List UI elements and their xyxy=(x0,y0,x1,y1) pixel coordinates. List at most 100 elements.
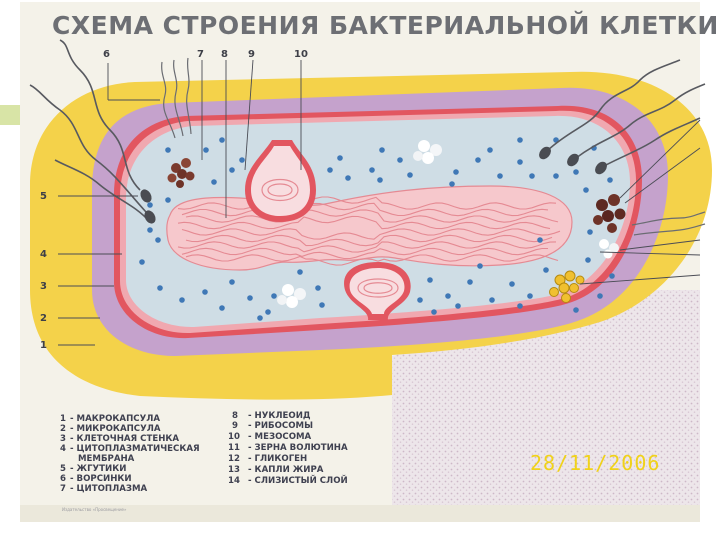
ribosome-dot xyxy=(487,147,493,153)
ribosome-dot xyxy=(337,155,343,161)
ribosome-dot xyxy=(239,157,245,163)
poster-footer: Издательство «Просвещение» xyxy=(62,507,127,512)
ribosome-dot xyxy=(155,237,161,243)
mesosome-bottom xyxy=(344,262,411,320)
legend-number: 1 xyxy=(60,414,66,424)
nucleoid-strand xyxy=(185,209,559,223)
ribosome-dot xyxy=(427,277,433,283)
ribosome-dot xyxy=(397,157,403,163)
legend-label: - МИКРОКАПСУЛА xyxy=(70,424,161,434)
ribosome-dot xyxy=(455,303,461,309)
ribosome-dot xyxy=(573,307,579,313)
ribosome-dot xyxy=(345,175,351,181)
nucleoid-strand xyxy=(177,196,557,210)
nucleoid xyxy=(166,185,573,271)
callout-5: 5 xyxy=(40,191,47,202)
legend-label: - СЛИЗИСТЫЙ СЛОЙ xyxy=(248,474,348,486)
ribosome-dot xyxy=(265,309,271,315)
glycogen-granules xyxy=(277,140,619,308)
ribosome-dot xyxy=(543,267,549,273)
ribosome-dot xyxy=(165,197,171,203)
legend-label: - ЦИТОПЛАЗМА xyxy=(70,484,148,494)
nucleoid-strand xyxy=(181,247,548,260)
ribosome-dot xyxy=(517,159,523,165)
callout-1: 1 xyxy=(40,340,47,351)
ribosome-dot xyxy=(407,172,413,178)
legend-label: - ЖГУТИКИ xyxy=(70,464,126,474)
callout-6: 6 xyxy=(103,49,110,60)
ribosome-dot xyxy=(202,289,208,295)
ribosome-dot xyxy=(587,229,593,235)
nucleoid-strand xyxy=(185,254,559,266)
ribosome-dot xyxy=(219,305,225,311)
legend-label: - КАПЛИ ЖИРА xyxy=(248,465,324,475)
legend-number: 3 xyxy=(60,434,66,444)
callout-10: 10 xyxy=(294,49,308,60)
legend-number: 12 xyxy=(228,454,240,464)
ribosome-dot xyxy=(509,281,515,287)
ribosome-dot xyxy=(139,259,145,265)
legend-number: 7 xyxy=(60,484,66,494)
ribosome-dot xyxy=(585,257,591,263)
legend-label: - НУКЛЕОИД xyxy=(248,411,311,421)
ribosome-dot xyxy=(489,297,495,303)
ribosome-dot xyxy=(257,315,263,321)
ribosome-dot xyxy=(529,173,535,179)
callout-4: 4 xyxy=(40,249,47,260)
callout-2: 2 xyxy=(40,313,47,324)
ribosome-dot xyxy=(147,202,153,208)
ribosome-dot xyxy=(315,285,321,291)
ribosome-dot xyxy=(453,169,459,175)
ribosomes xyxy=(139,137,615,321)
ribosome-dot xyxy=(297,269,303,275)
ribosome-dot xyxy=(327,167,333,173)
mesosome-top xyxy=(245,140,316,222)
ribosome-dot xyxy=(319,302,325,308)
legend-number: 2 xyxy=(60,424,66,434)
ribosome-dot xyxy=(467,279,473,285)
legend-right: 8 - НУКЛЕОИД 9 - РИБОСОМЫ 10 - МЕЗОСОМА … xyxy=(228,411,348,486)
ribosome-dot xyxy=(445,293,451,299)
ribosome-dot xyxy=(229,279,235,285)
nucleoid-strand xyxy=(177,215,551,230)
ribosome-dot xyxy=(431,309,437,315)
ribosome-dot xyxy=(271,293,277,299)
callout-3: 3 xyxy=(40,281,47,292)
legend-label: - ГЛИКОГЕН xyxy=(248,454,307,464)
volutin-granules xyxy=(167,158,626,233)
ribosome-dot xyxy=(517,137,523,143)
legend-label: - КЛЕТОЧНАЯ СТЕНКА xyxy=(70,434,179,444)
ribosome-dot xyxy=(229,167,235,173)
legend-number: 5 xyxy=(60,464,66,474)
ribosome-dot xyxy=(219,137,225,143)
legend-label: - ЗЕРНА ВОЛЮТИНА xyxy=(248,443,348,453)
ribosome-dot xyxy=(165,147,171,153)
pili xyxy=(161,57,706,236)
ribosome-dot xyxy=(607,177,613,183)
ribosome-dot xyxy=(147,227,153,233)
legend-number: 13 xyxy=(228,465,240,475)
leader-lines xyxy=(58,59,701,346)
ribosome-dot xyxy=(369,167,375,173)
slide-accent-bar xyxy=(0,105,22,125)
ribosome-dot xyxy=(477,263,483,269)
legend-number: 14 xyxy=(228,476,240,486)
nucleoid-strand xyxy=(185,234,553,247)
ribosome-dot xyxy=(609,273,615,279)
legend-number: 6 xyxy=(60,474,66,484)
ribosome-dot xyxy=(379,147,385,153)
flagella-basal-bodies xyxy=(140,146,607,224)
ribosome-dot xyxy=(527,293,533,299)
poster-bottom-edge xyxy=(20,505,700,522)
flagella xyxy=(29,39,706,223)
ribosome-dot xyxy=(157,285,163,291)
legend-number: 11 xyxy=(228,443,240,453)
ribosome-dot xyxy=(583,187,589,193)
nucleoid-strand xyxy=(177,241,557,253)
ribosome-dot xyxy=(417,297,423,303)
legend-label: МЕМБРАНА xyxy=(78,454,135,464)
legend-number: 10 xyxy=(228,432,240,442)
ribosome-dot xyxy=(449,181,455,187)
